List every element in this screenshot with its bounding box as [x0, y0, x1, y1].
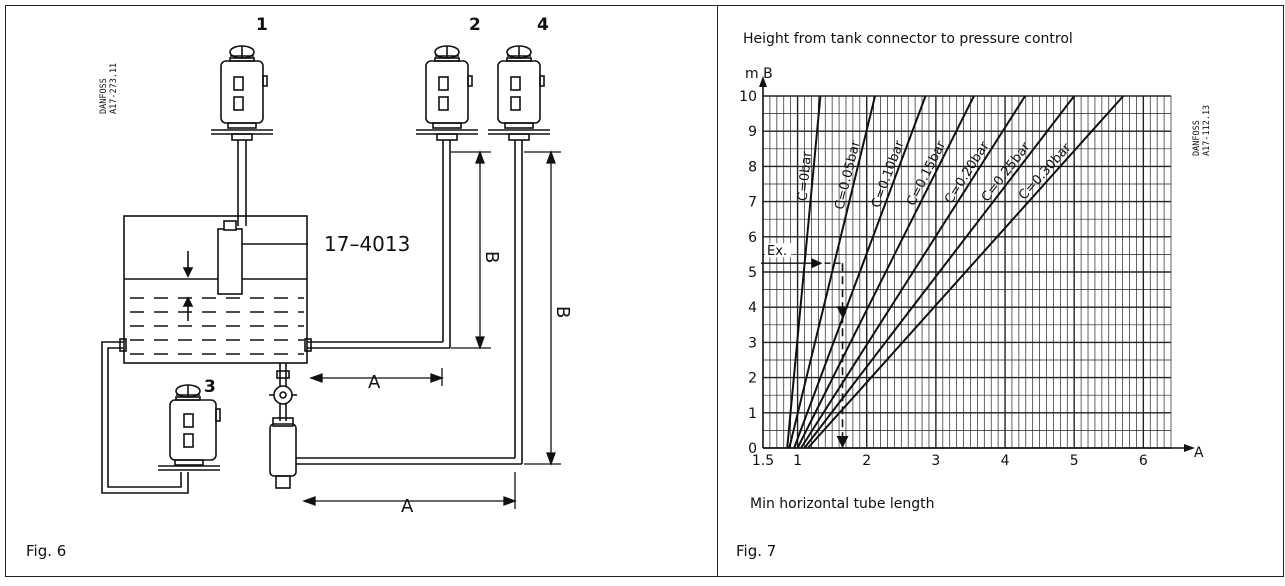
chart-title: Height from tank connector to pressure c…	[743, 31, 1073, 47]
x-tick-label: 6	[1139, 453, 1148, 469]
label-control-4: 4	[537, 15, 549, 35]
y-axis-arrow	[759, 76, 767, 87]
example-label-bg	[765, 243, 791, 258]
fig7-caption: Fig. 7	[736, 542, 776, 560]
x-axis-label: Min horizontal tube length	[750, 496, 935, 512]
example-arrow-mid	[836, 306, 849, 319]
part-number-label: 17–4013	[324, 232, 410, 256]
y-tick-label: 4	[748, 300, 757, 316]
dimension-lines	[302, 150, 561, 509]
dim-b-right-label: B	[552, 306, 573, 318]
fig6-panel: 1 2 4 3 17–4013 A A B B DANFOSS A17-273.…	[5, 5, 718, 577]
x-tick-label: 1.5	[752, 453, 774, 469]
x-tick-label: 2	[862, 453, 871, 469]
y-tick-label: 6	[748, 230, 757, 246]
y-tick-label: 7	[748, 195, 757, 211]
series-line	[796, 95, 975, 449]
y-tick-label: 9	[748, 124, 757, 140]
svg-text:DANFOSS: DANFOSS	[99, 78, 109, 114]
y-tick-label: 3	[748, 335, 757, 351]
dim-b-left-label: B	[481, 251, 502, 263]
liquid-tank	[123, 215, 308, 364]
fig6-caption: Fig. 6	[26, 542, 66, 560]
svg-text:A17-112.13: A17-112.13	[1202, 105, 1212, 156]
y-tick-label: 2	[748, 371, 757, 387]
example-label: Ex.	[767, 244, 787, 259]
pipe-network	[101, 338, 522, 494]
series-line	[800, 95, 1026, 449]
series-line	[786, 95, 822, 449]
fig7-panel: Height from tank connector to pressure c…	[718, 5, 1284, 577]
pressure-control-2-icon	[416, 45, 478, 348]
series-label: C=0.05bar	[832, 139, 863, 212]
series-line	[803, 95, 1075, 449]
x-tick-label: 3	[931, 453, 940, 469]
label-control-2: 2	[469, 15, 481, 35]
y-tick-label: 8	[748, 159, 757, 175]
example-arrow-end	[836, 436, 849, 448]
x-axis-arrow	[1184, 444, 1195, 452]
pressure-control-3-icon	[158, 384, 221, 471]
series-label: C=0bar	[795, 150, 815, 202]
svg-text:A17-273.11: A17-273.11	[109, 63, 119, 114]
fig6-diagram: 1 2 4 3 17–4013 A A B B DANFOSS A17-273.…	[26, 15, 573, 560]
pressure-control-4-icon	[488, 45, 550, 464]
x-tick-label: 4	[1001, 453, 1010, 469]
dim-a-upper-label: A	[368, 372, 381, 393]
y-tick-label: 10	[739, 89, 757, 105]
label-control-3: 3	[204, 377, 216, 397]
x-tick-label: 1	[793, 453, 802, 469]
x-axis-caption: A	[1194, 445, 1204, 461]
fig7-chart: Height from tank connector to pressure c…	[736, 31, 1212, 560]
series-line	[788, 95, 876, 449]
fig6-ref-code: DANFOSS A17-273.11	[99, 63, 119, 114]
dim-a-lower-label: A	[401, 496, 414, 517]
chart-example: Ex.	[761, 243, 849, 448]
x-tick-label: 5	[1070, 453, 1079, 469]
svg-text:DANFOSS: DANFOSS	[1192, 120, 1202, 156]
chart-axes: 0 1 2 3 4 5 6 7 8 9 10 1.5 1 2 3 4 5 6	[739, 76, 1195, 469]
fig7-ref-code: DANFOSS A17-112.13	[1192, 105, 1212, 156]
y-tick-label: 1	[748, 406, 757, 422]
series-line	[807, 95, 1125, 449]
label-control-1: 1	[256, 15, 268, 35]
pressure-control-1-icon	[211, 45, 273, 226]
series-line	[793, 95, 927, 449]
y-axis-caption: m B	[745, 66, 773, 82]
y-tick-label: 0	[748, 441, 757, 457]
y-tick-label: 5	[748, 265, 757, 281]
